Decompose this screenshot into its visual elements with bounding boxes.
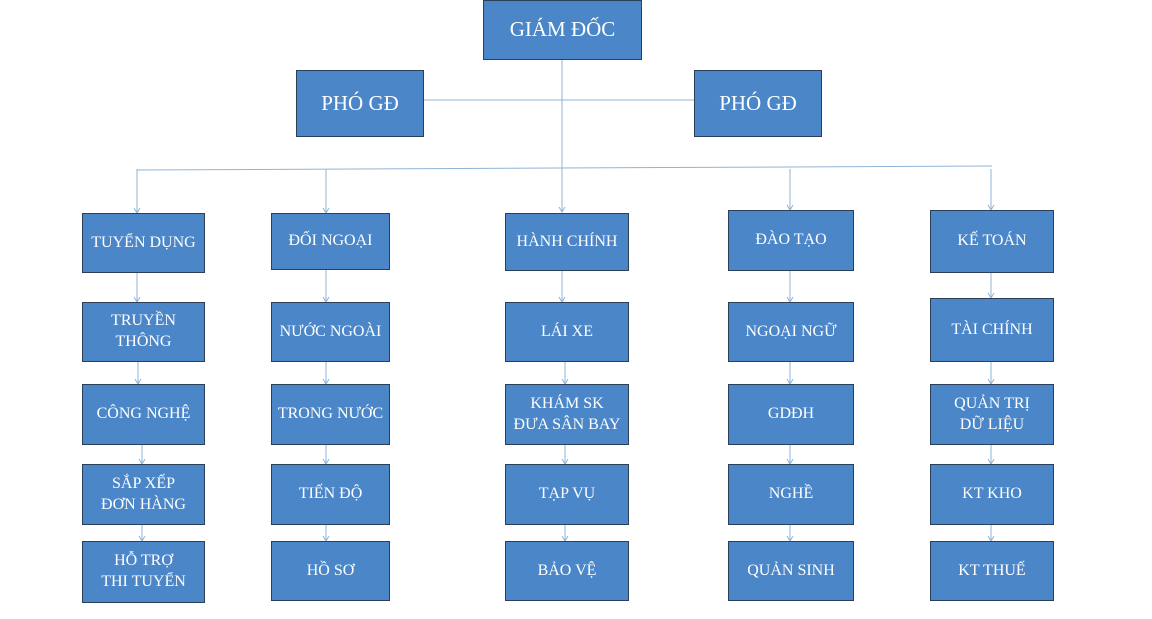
unit-doi-ngoai-1: NƯỚC NGOÀI [271,302,390,362]
unit-dao-tao-2: GDĐH [728,384,854,445]
deputy-director-box-right: PHÓ GĐ [694,70,822,137]
connector-department-bus [136,165,993,171]
unit-hanh-chinh-2: KHÁM SK ĐƯA SÂN BAY [505,384,629,445]
unit-dao-tao-3: NGHỀ [728,464,854,525]
deputy-director-box-left: PHÓ GĐ [296,70,424,137]
unit-tuyen-dung-1: TRUYỀN THÔNG [82,302,205,362]
director-box: GIÁM ĐỐC [483,0,642,60]
unit-dao-tao-1: NGOẠI NGỮ [728,302,854,362]
unit-ke-toan-2: QUẢN TRỊ DỮ LIỆU [930,384,1054,445]
dept-dao-tao: ĐÀO TẠO [728,210,854,271]
unit-hanh-chinh-1: LÁI XE [505,302,629,362]
dept-tuyen-dung: TUYỂN DỤNG [82,213,205,273]
dept-hanh-chinh: HÀNH CHÍNH [505,213,629,271]
connector-arrow-hanh-chinh [558,206,566,213]
unit-tuyen-dung-4: HỖ TRỢ THI TUYỂN [82,541,205,603]
unit-dao-tao-4: QUẢN SINH [728,541,854,601]
unit-tuyen-dung-3: SẮP XẾP ĐƠN HÀNG [82,464,205,525]
unit-hanh-chinh-3: TẠP VỤ [505,464,629,525]
unit-doi-ngoai-2: TRONG NƯỚC [271,384,390,445]
unit-doi-ngoai-4: HỒ SƠ [271,541,390,601]
unit-ke-toan-3: KT KHO [930,464,1054,525]
unit-tuyen-dung-2: CÔNG NGHỆ [82,384,205,445]
dept-ke-toan: KẾ TOÁN [930,210,1054,273]
unit-ke-toan-4: KT THUẾ [930,541,1054,601]
dept-doi-ngoai: ĐỐI NGOẠI [271,213,390,270]
unit-ke-toan-1: TÀI CHÍNH [930,298,1054,362]
unit-hanh-chinh-4: BẢO VỆ [505,541,629,601]
unit-doi-ngoai-3: TIẾN ĐỘ [271,464,390,525]
